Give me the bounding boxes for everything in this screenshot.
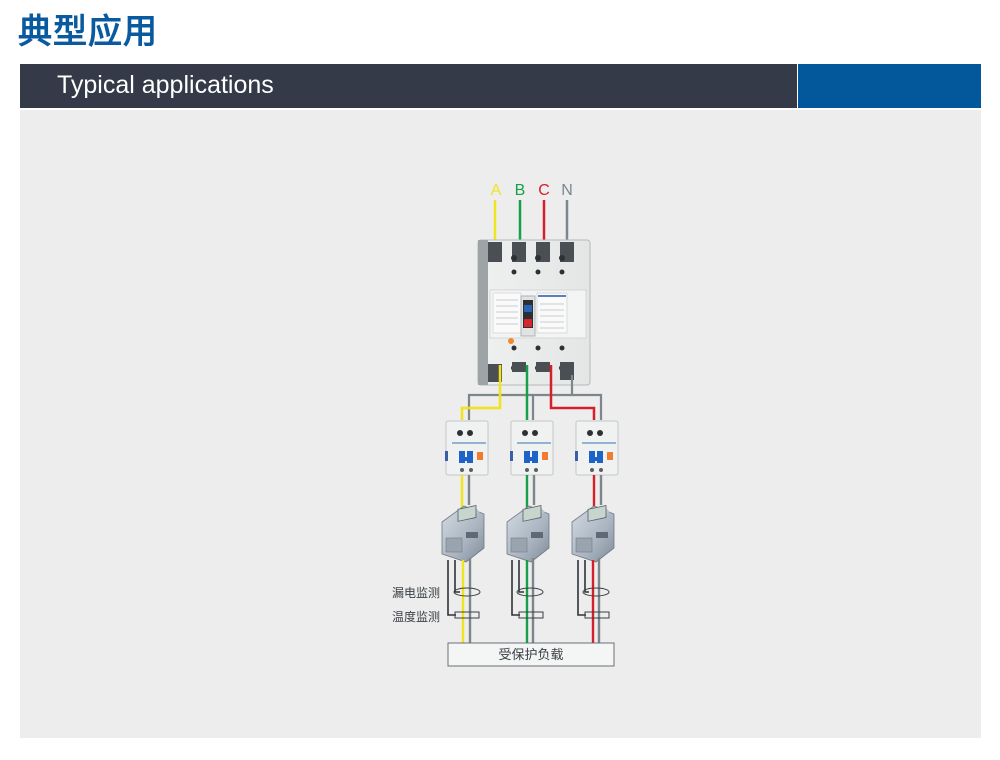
temperature-sensor-3 xyxy=(584,611,610,619)
section-header-title: Typical applications xyxy=(57,71,274,99)
leakage-sensors xyxy=(453,587,610,597)
temperature-monitoring-label: 温度监测 xyxy=(392,609,440,624)
section-header-bar: Typical applications xyxy=(20,64,797,108)
leakage-monitoring-label: 漏电监测 xyxy=(392,586,440,600)
main-circuit-breaker xyxy=(477,239,591,386)
leakage-sensor-3 xyxy=(582,587,610,597)
rcbo-branch-1 xyxy=(445,420,489,476)
sensor-leads xyxy=(447,560,589,616)
temperature-sensors xyxy=(454,611,610,619)
monitor-device-branch-2 xyxy=(506,505,550,563)
phase-label-n: N xyxy=(561,182,573,199)
leakage-sensor-2 xyxy=(516,587,544,597)
phase-label-b: B xyxy=(515,182,526,199)
rcbo-branch-2 xyxy=(510,420,554,476)
wires-meter-to-load xyxy=(461,558,601,643)
diagram-panel xyxy=(20,110,981,738)
monitor-device-branch-1 xyxy=(441,505,485,563)
temperature-sensor-2 xyxy=(518,611,544,619)
page-title-cn: 典型应用 xyxy=(18,12,158,52)
wire-c-to-branch-3 xyxy=(549,365,596,420)
rcbo-branch-3 xyxy=(575,420,619,476)
header-accent-block xyxy=(798,64,981,108)
leakage-sensor-1 xyxy=(453,587,481,597)
temperature-sensor-1 xyxy=(454,611,480,619)
wires-rcbo-to-meter xyxy=(460,475,603,510)
monitor-device-branch-3 xyxy=(571,505,615,563)
protected-load-label: 受保护负载 xyxy=(498,648,563,663)
protected-load-box xyxy=(447,642,615,667)
phase-label-a: A xyxy=(491,182,502,199)
phase-label-c: C xyxy=(538,182,550,199)
wire-a-to-branch-1 xyxy=(460,365,502,420)
